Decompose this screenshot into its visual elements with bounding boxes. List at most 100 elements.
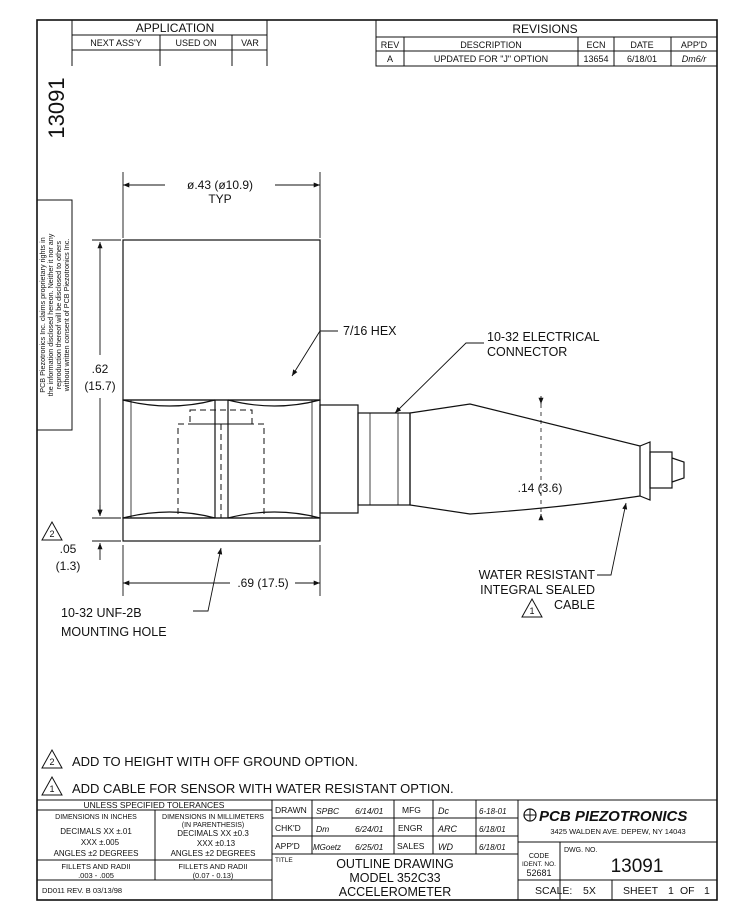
- title-line-2: MODEL 352C33: [349, 871, 440, 885]
- revisions-col-appd: APP'D: [681, 40, 708, 50]
- revisions-col-ecn: ECN: [586, 40, 605, 50]
- note-1-flag: 1: [49, 784, 54, 794]
- title-label: TITLE: [275, 857, 293, 864]
- drawn-label: DRAWN: [275, 805, 307, 815]
- title-line-1: OUTLINE DRAWING: [336, 857, 454, 871]
- callout-mount-line1: 10-32 UNF-2B: [61, 606, 142, 620]
- application-title: APPLICATION: [136, 21, 214, 35]
- connector-and-cable: [319, 403, 685, 515]
- proprietary-line-1: PCB Piezotronics Inc. claims proprietary…: [38, 237, 47, 392]
- mfg-signature: Dc: [438, 806, 449, 816]
- drawing-number-vertical: 13091: [44, 77, 69, 138]
- note-2-flag: 2: [49, 757, 54, 767]
- dim-width: ø.43 (ø10.9): [187, 178, 253, 192]
- revisions-title: REVISIONS: [512, 22, 577, 36]
- drawn-date: 6/14/01: [355, 806, 384, 816]
- revisions-block: [375, 19, 718, 67]
- tol-inch-angles: ANGLES ±2 DEGREES: [54, 849, 139, 858]
- title-line-3: ACCELEROMETER: [339, 885, 452, 899]
- sheet-total: 1: [704, 885, 710, 897]
- dwg-no: 13091: [611, 856, 664, 877]
- title-block-grid: [37, 799, 717, 900]
- company-logo: PCB PIEZOTRONICS: [523, 808, 687, 825]
- mfg-label: MFG: [402, 805, 421, 815]
- tol-inches-header: DIMENSIONS IN INCHES: [55, 814, 137, 821]
- callout-connector-line2: CONNECTOR: [487, 345, 567, 359]
- sales-label: SALES: [397, 841, 425, 851]
- chkd-signature: Dm: [316, 824, 329, 834]
- callout-hex: 7/16 HEX: [343, 324, 397, 338]
- left-strip: [36, 20, 73, 431]
- svg-text:2: 2: [49, 529, 54, 539]
- appd-label: APP'D: [275, 841, 300, 851]
- scale-value: 5X: [583, 885, 596, 897]
- dim-length: .69 (17.5): [237, 576, 288, 590]
- sheet-of: OF: [680, 885, 695, 897]
- sheet-label: SHEET: [623, 885, 659, 897]
- engr-date: 6/18/01: [479, 825, 506, 834]
- application-col-used-on: USED ON: [175, 38, 216, 48]
- callout-cable-line3: CABLE: [554, 598, 595, 612]
- dim-height-mm: (15.7): [84, 379, 115, 393]
- tol-fillets-mm: FILLETS AND RADII: [178, 862, 247, 871]
- tol-mm-xxx: XXX ±0.13: [197, 839, 236, 848]
- dim-base-in: .05: [60, 542, 77, 556]
- proprietary-line-2: the information disclosed hereon. Neithe…: [46, 233, 55, 396]
- note-1: 1 ADD CABLE FOR SENSOR WITH WATER RESIST…: [41, 775, 454, 796]
- tol-fillets-in-val: .003 - .005: [78, 871, 114, 880]
- revision-appd-signature: Dm6/r: [682, 54, 708, 64]
- dim-width-typ: TYP: [208, 192, 231, 206]
- mounting-hole-hidden-lines: [177, 409, 265, 519]
- chkd-date: 6/24/01: [355, 824, 384, 834]
- form-revision: DD011 REV. B 03/13/98: [42, 886, 122, 895]
- dwg-no-label: DWG. NO.: [564, 847, 597, 854]
- note-1-text: ADD CABLE FOR SENSOR WITH WATER RESISTAN…: [72, 781, 454, 796]
- drawn-signature: SPBC: [316, 806, 340, 816]
- tol-fillets-in: FILLETS AND RADII: [61, 862, 130, 871]
- tol-mm-angles: ANGLES ±2 DEGREES: [171, 849, 256, 858]
- revision-rev: A: [387, 54, 393, 64]
- engr-label: ENGR: [398, 823, 423, 833]
- tol-fillets-mm-val: (0.07 - 0.13): [193, 871, 234, 880]
- revisions-col-rev: REV: [381, 40, 400, 50]
- svg-text:1: 1: [529, 606, 534, 616]
- revision-date: 6/18/01: [627, 54, 657, 64]
- chkd-label: CHK'D: [275, 823, 301, 833]
- callout-cable-line1: WATER RESISTANT: [479, 568, 596, 582]
- callout-cable-line2: INTEGRAL SEALED: [480, 583, 595, 597]
- scale-label: SCALE:: [535, 885, 572, 897]
- dimension-lines: [92, 172, 628, 612]
- tol-inch-xx: DECIMALS XX ±.01: [60, 827, 132, 836]
- company-name: PCB PIEZOTRONICS: [539, 808, 687, 825]
- code-label-2: IDENT. NO.: [522, 861, 556, 868]
- proprietary-line-3: reproduction thereof will be disclosed t…: [54, 240, 63, 389]
- proprietary-notice: PCB Piezotronics Inc. claims proprietary…: [38, 233, 71, 396]
- note-2: 2 ADD TO HEIGHT WITH OFF GROUND OPTION.: [41, 748, 358, 769]
- tol-mm-xx: DECIMALS XX ±0.3: [177, 829, 249, 838]
- appd-date: 6/25/01: [355, 842, 384, 852]
- application-col-var: VAR: [241, 38, 259, 48]
- revisions-col-date: DATE: [630, 40, 653, 50]
- tol-inch-xxx: XXX ±.005: [81, 838, 120, 847]
- engr-signature: ARC: [437, 824, 458, 834]
- dim-height-in: .62: [92, 362, 109, 376]
- sheet-value: 1: [668, 885, 674, 897]
- proprietary-line-4: without written consent of PCB Piezotron…: [62, 239, 71, 393]
- appd-signature: MGoetz: [313, 843, 341, 852]
- code-label-1: CODE: [529, 853, 550, 860]
- tol-title: UNLESS SPECIFIED TOLERANCES: [84, 800, 225, 810]
- flag-1-triangle-callout: 1: [521, 597, 543, 618]
- mfg-date: 6-18-01: [479, 807, 507, 816]
- revisions-col-description: DESCRIPTION: [460, 40, 522, 50]
- flag-2-triangle: 2: [41, 520, 63, 541]
- callout-connector-line1: 10-32 ELECTRICAL: [487, 330, 600, 344]
- callout-mount-line2: MOUNTING HOLE: [61, 625, 167, 639]
- company-address: 3425 WALDEN AVE. DEPEW, NY 14043: [550, 827, 685, 836]
- note-2-text: ADD TO HEIGHT WITH OFF GROUND OPTION.: [72, 754, 358, 769]
- code-value: 52681: [526, 868, 551, 878]
- tol-mm-header-1: DIMENSIONS IN MILLIMETERS: [162, 814, 264, 821]
- tol-mm-header-2: (IN PARENTHESIS): [182, 822, 245, 829]
- dim-cable-dia: .14 (3.6): [518, 481, 563, 495]
- revision-description: UPDATED FOR "J" OPTION: [434, 54, 548, 64]
